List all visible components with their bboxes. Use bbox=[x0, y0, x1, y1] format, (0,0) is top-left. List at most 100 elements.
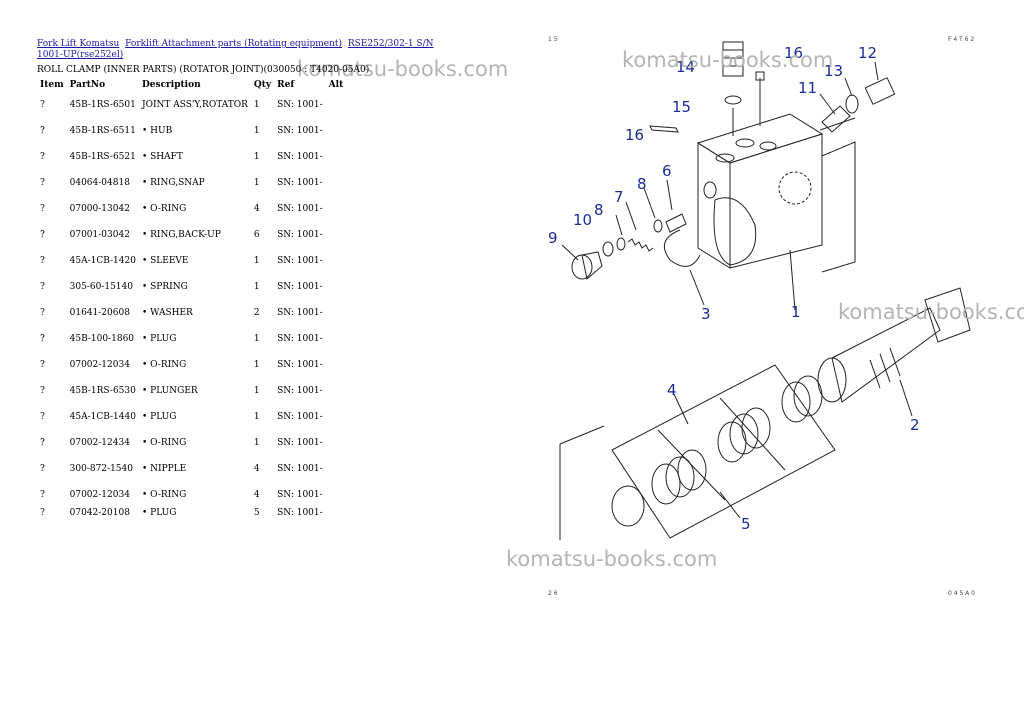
watermark: komatsu-books.com bbox=[622, 48, 834, 72]
hub-port bbox=[759, 141, 777, 151]
leader-line bbox=[844, 77, 853, 97]
cell-partno: 45B-1RS-6511 bbox=[69, 126, 136, 136]
breadcrumb-link-category[interactable]: Forklift Attachment parts (Rotating equi… bbox=[125, 39, 343, 49]
cell-description: • SPRING bbox=[141, 282, 188, 292]
cell-item: ? bbox=[40, 490, 45, 500]
column-header-ref: Ref bbox=[277, 80, 295, 90]
callout-label: 5 bbox=[741, 515, 751, 533]
seal-kit-divider bbox=[719, 397, 786, 471]
cell-alt bbox=[326, 326, 347, 352]
seal-kit-frame bbox=[611, 364, 836, 539]
cell-partno: 07002-12434 bbox=[69, 438, 130, 448]
cell-item: ? bbox=[40, 256, 45, 266]
cell-description: • PLUNGER bbox=[141, 386, 198, 396]
snap-ring bbox=[663, 229, 701, 267]
column-header-item: Item bbox=[40, 80, 64, 90]
cell-description: • WASHER bbox=[141, 308, 193, 318]
cell-qty: 1 bbox=[253, 360, 260, 370]
cell-partno: 01641-20608 bbox=[69, 308, 130, 318]
cell-ref: SN: 1001- bbox=[277, 230, 323, 240]
cell-description: • PLUG bbox=[141, 412, 177, 422]
cell-alt bbox=[326, 92, 347, 118]
cell-ref: SN: 1001- bbox=[277, 204, 323, 214]
leader-line bbox=[899, 379, 913, 417]
callout-label: 4 bbox=[667, 381, 677, 399]
plug-9 bbox=[571, 254, 593, 280]
corner-mark: 0 4 5 A 0 bbox=[948, 590, 976, 597]
cell-description: JOINT ASS'Y,ROTATOR bbox=[141, 100, 248, 110]
cell-item: ? bbox=[40, 282, 45, 292]
cell-alt bbox=[326, 430, 347, 456]
cell-alt bbox=[326, 274, 347, 300]
seal-ring bbox=[611, 485, 645, 527]
cell-partno: 45B-100-1860 bbox=[69, 334, 135, 344]
cell-description: • O-RING bbox=[141, 204, 187, 214]
hub-outline-back bbox=[821, 141, 856, 273]
cell-item: ? bbox=[40, 412, 45, 422]
table-header-row: Item PartNo Description Qty Ref Alt bbox=[37, 78, 346, 92]
leader-line bbox=[615, 214, 623, 236]
shaft-body bbox=[831, 307, 941, 403]
hub-side-bore bbox=[713, 197, 757, 266]
callout-label: 10 bbox=[573, 211, 592, 229]
washer-8 bbox=[616, 237, 626, 251]
cell-description: • PLUG bbox=[141, 334, 177, 344]
breadcrumb-link-brand[interactable]: Fork Lift Komatsu bbox=[37, 39, 120, 49]
cell-ref: SN: 1001- bbox=[277, 360, 323, 370]
cell-alt bbox=[326, 196, 347, 222]
shaft-head bbox=[924, 287, 971, 343]
cell-partno: 45B-1RS-6530 bbox=[69, 386, 136, 396]
cell-ref: SN: 1001- bbox=[277, 126, 323, 136]
cell-partno: 04064-04818 bbox=[69, 178, 130, 188]
spring-7 bbox=[627, 238, 654, 252]
cell-ref: SN: 1001- bbox=[277, 334, 323, 344]
watermark: komatsu-books.com bbox=[838, 300, 1024, 324]
page-title: ROLL CLAMP (INNER PARTS) (ROTATOR JOINT)… bbox=[37, 65, 370, 75]
cell-item: ? bbox=[40, 360, 45, 370]
corner-mark: 2 6 bbox=[548, 590, 558, 597]
cell-alt bbox=[326, 248, 347, 274]
cell-item: ? bbox=[40, 230, 45, 240]
cell-item: ? bbox=[40, 100, 45, 110]
leader-line bbox=[673, 393, 689, 425]
callout-label: 13 bbox=[824, 62, 843, 80]
cell-qty: 4 bbox=[253, 204, 260, 214]
column-header-partno: PartNo bbox=[69, 80, 106, 90]
plug-16-top bbox=[755, 71, 765, 81]
leader-line bbox=[874, 61, 879, 81]
cell-alt bbox=[326, 300, 347, 326]
hub-block-front-face bbox=[729, 133, 823, 269]
hub-port bbox=[735, 138, 755, 148]
cell-partno: 305-60-15140 bbox=[69, 282, 133, 292]
cell-item: ? bbox=[40, 204, 45, 214]
cell-description: • NIPPLE bbox=[141, 464, 187, 474]
cell-description: • HUB bbox=[141, 126, 173, 136]
cell-qty: 1 bbox=[253, 178, 260, 188]
cell-alt bbox=[326, 378, 347, 404]
seal-ring bbox=[651, 463, 681, 505]
cell-qty: 1 bbox=[253, 386, 260, 396]
cell-description: • RING,SNAP bbox=[141, 178, 205, 188]
cell-qty: 1 bbox=[253, 412, 260, 422]
shaft-groove bbox=[879, 353, 891, 383]
cell-description: • SLEEVE bbox=[141, 256, 189, 266]
cell-qty: 4 bbox=[253, 490, 260, 500]
cell-description: • O-RING bbox=[141, 490, 187, 500]
breadcrumb-link-model[interactable]: RSE252/302-1 S/N 1001-UP(rse252el) bbox=[37, 39, 434, 60]
callout-label: 12 bbox=[858, 44, 877, 62]
cell-item: ? bbox=[40, 126, 45, 136]
hub-side-port bbox=[703, 181, 717, 199]
watermark: komatsu-books.com bbox=[506, 547, 718, 571]
leader-line bbox=[625, 201, 637, 231]
